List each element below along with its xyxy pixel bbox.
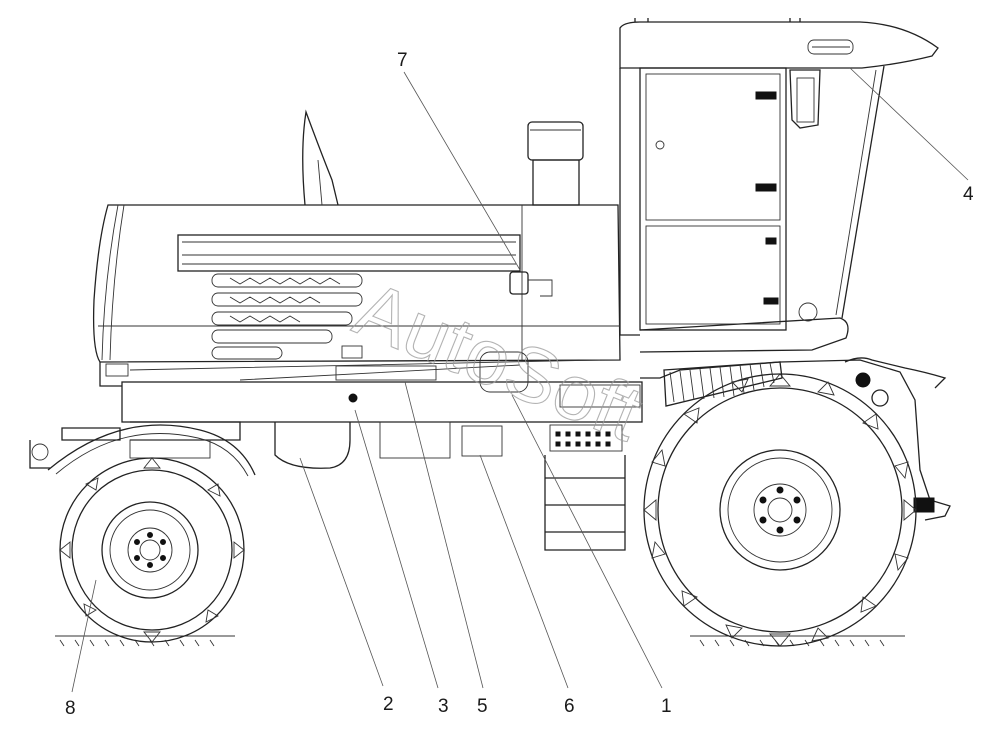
callout-8: 8 [65,698,76,719]
leader-lines [71,67,969,693]
front-axle [29,421,256,477]
engine-hood [92,109,621,377]
watermark: AutoSoft [344,264,655,458]
hood-vents [211,273,363,360]
ground-line [55,635,905,647]
callout-4: 4 [963,184,974,205]
rear-wheel [643,373,917,647]
callout-1: 1 [661,696,672,717]
air-filter [509,121,584,297]
callout-6: 6 [564,696,575,717]
callout-2: 2 [383,694,394,715]
access-steps [544,455,626,551]
frame [99,351,951,521]
callout-7: 7 [397,50,408,71]
cab [619,18,939,353]
callout-5: 5 [477,696,488,717]
front-wheel [59,457,245,643]
callout-3: 3 [438,696,449,717]
